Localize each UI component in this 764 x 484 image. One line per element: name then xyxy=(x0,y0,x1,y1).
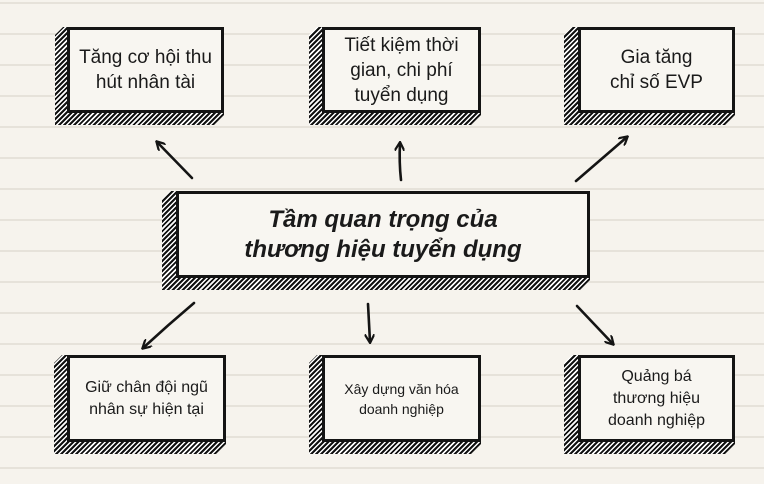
box-text-line: nhân sự hiện tại xyxy=(89,400,204,418)
box-text-line: doanh nghiệp xyxy=(608,411,705,429)
arrow-to-top-center xyxy=(400,143,401,182)
box-text-line: Quảng bá xyxy=(621,367,692,385)
box-text-line: thương hiệu xyxy=(612,389,701,407)
box-increase-evp: Gia tăng chỉ số EVP xyxy=(564,27,735,125)
center-title-line: Tầm quan trọng của xyxy=(268,205,498,233)
box-text-line: Gia tăng xyxy=(620,47,693,68)
box-text-line: chỉ số EVP xyxy=(610,72,703,93)
arrow-to-top-left xyxy=(157,142,194,180)
box-text-line: gian, chi phí xyxy=(350,59,453,81)
box-text-line: hút nhân tài xyxy=(95,72,196,93)
center-title-box: Tầm quan trọng của thương hiệu tuyển dụn… xyxy=(162,191,590,290)
box-text-line: Xây dựng văn hóa xyxy=(344,380,459,397)
arrow-to-bottom-left xyxy=(143,301,196,348)
box-text-line: tuyển dụng xyxy=(354,84,449,106)
arrow-to-bottom-center xyxy=(368,302,370,342)
center-title-line: thương hiệu tuyển dụng xyxy=(244,235,522,263)
box-promote-brand: Quảng bá thương hiệu doanh nghiệp xyxy=(564,355,735,454)
box-retain-staff: Giữ chân đội ngũ nhân sự hiện tại xyxy=(54,355,226,454)
box-text-line: Tiết kiệm thời xyxy=(344,34,459,56)
box-save-time-cost: Tiết kiệm thời gian, chi phí tuyển dụng xyxy=(309,27,481,125)
box-text-line: Tăng cơ hội thu xyxy=(79,47,212,68)
box-text-line: Giữ chân đội ngũ xyxy=(85,378,208,396)
box-text-line: doanh nghiệp xyxy=(359,400,444,417)
box-attract-talent: Tăng cơ hội thu hút nhân tài xyxy=(55,27,224,125)
arrow-to-bottom-right xyxy=(575,304,613,344)
arrow-to-top-right xyxy=(574,137,627,183)
box-build-culture: Xây dựng văn hóa doanh nghiệp xyxy=(309,355,481,454)
